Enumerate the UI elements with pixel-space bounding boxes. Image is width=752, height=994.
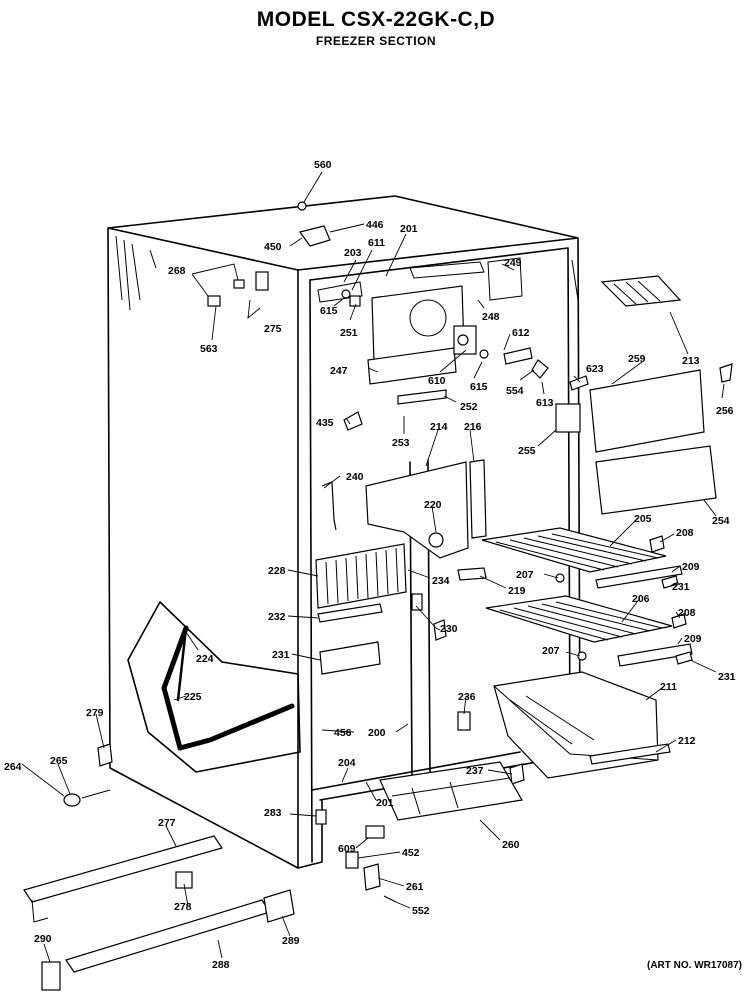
part-label: 208 (676, 527, 694, 539)
part-label: 613 (536, 397, 554, 409)
panel-259 (589, 369, 705, 453)
part-label: 610 (428, 375, 446, 387)
part-label: 213 (682, 355, 700, 367)
part-label: 207 (542, 645, 560, 657)
part-label: 231 (272, 649, 290, 661)
part-label: 259 (628, 353, 646, 365)
part-label: 211 (660, 681, 677, 693)
part-labels: 560 446 450 201 203 611 249 268 615 251 … (4, 159, 736, 971)
evaporator-shroud (365, 461, 469, 559)
bottom-rails (23, 835, 295, 991)
shelf-upper (481, 527, 683, 589)
part-label: 268 (168, 265, 186, 277)
leader-lines (21, 171, 725, 963)
part-label: 203 (344, 247, 362, 259)
part-label: 228 (268, 565, 286, 577)
part-label: 252 (460, 401, 478, 413)
part-label: 446 (366, 219, 384, 231)
part-label: 288 (212, 959, 230, 971)
part-label: 615 (470, 381, 488, 393)
part-label: 224 (196, 653, 214, 665)
part-label: 450 (264, 241, 282, 253)
shelf-lower (485, 595, 693, 667)
part-label: 206 (632, 593, 650, 605)
part-label: 452 (402, 847, 420, 859)
part-label: 209 (682, 561, 700, 573)
shroud-channel (469, 459, 487, 539)
part-label: 278 (174, 901, 192, 913)
part-label: 612 (512, 327, 530, 339)
part-label: 208 (678, 607, 696, 619)
part-label: 264 (4, 761, 22, 773)
part-label: 236 (458, 691, 476, 703)
part-label: 289 (282, 935, 300, 947)
part-label: 232 (268, 611, 286, 623)
part-label: 611 (368, 237, 385, 249)
part-label: 216 (464, 421, 482, 433)
freezer-basket (493, 671, 671, 779)
part-label: 552 (412, 905, 430, 917)
part-label: 456 (334, 727, 352, 739)
part-label: 204 (338, 757, 356, 769)
part-label: 255 (518, 445, 536, 457)
panel-254 (595, 445, 717, 515)
part-label: 283 (264, 807, 282, 819)
part-label: 253 (392, 437, 410, 449)
part-label: 230 (440, 623, 458, 635)
part-label: 207 (516, 569, 534, 581)
part-label: 247 (330, 365, 348, 377)
part-label: 237 (466, 765, 484, 777)
heater-inset (127, 601, 301, 773)
part-label: 231 (718, 671, 736, 683)
part-label: 231 (672, 581, 690, 593)
part-label: 225 (184, 691, 202, 703)
part-label: 205 (634, 513, 652, 525)
part-label: 261 (406, 881, 424, 893)
part-label: 200 (368, 727, 386, 739)
diagram-title: MODEL CSX-22GK-C,D (256, 8, 496, 31)
part-label: 623 (586, 363, 604, 375)
part-label: 209 (684, 633, 702, 645)
fan-housing (317, 257, 523, 405)
part-label: 563 (200, 343, 218, 355)
part-label: 435 (316, 417, 334, 429)
part-label: 290 (34, 933, 52, 945)
part-label: 277 (158, 817, 176, 829)
part-label: 212 (678, 735, 696, 747)
part-label: 615 (320, 305, 338, 317)
ice-tray (600, 275, 682, 307)
diagram-subtitle: FREEZER SECTION (315, 34, 437, 48)
part-label: 214 (430, 421, 448, 433)
art-number: (ART NO. WR17087) (646, 960, 742, 971)
part-label: 220 (424, 499, 442, 511)
part-label: 554 (506, 385, 524, 397)
part-label: 254 (712, 515, 730, 527)
part-label: 248 (482, 311, 500, 323)
part-label: 256 (716, 405, 734, 417)
part-label: 219 (508, 585, 526, 597)
part-label: 249 (504, 257, 522, 269)
part-label: 275 (264, 323, 282, 335)
part-label: 265 (50, 755, 68, 767)
part-label: 260 (502, 839, 520, 851)
evaporator-coil (315, 543, 407, 675)
part-label: 234 (432, 575, 450, 587)
part-label: 279 (86, 707, 104, 719)
part-label: 201 (400, 223, 418, 235)
part-label: 609 (338, 843, 356, 855)
part-label: 201 (376, 797, 394, 809)
part-label: 240 (346, 471, 364, 483)
part-label: 560 (314, 159, 332, 171)
small-parts (63, 201, 733, 903)
part-label: 251 (340, 327, 358, 339)
